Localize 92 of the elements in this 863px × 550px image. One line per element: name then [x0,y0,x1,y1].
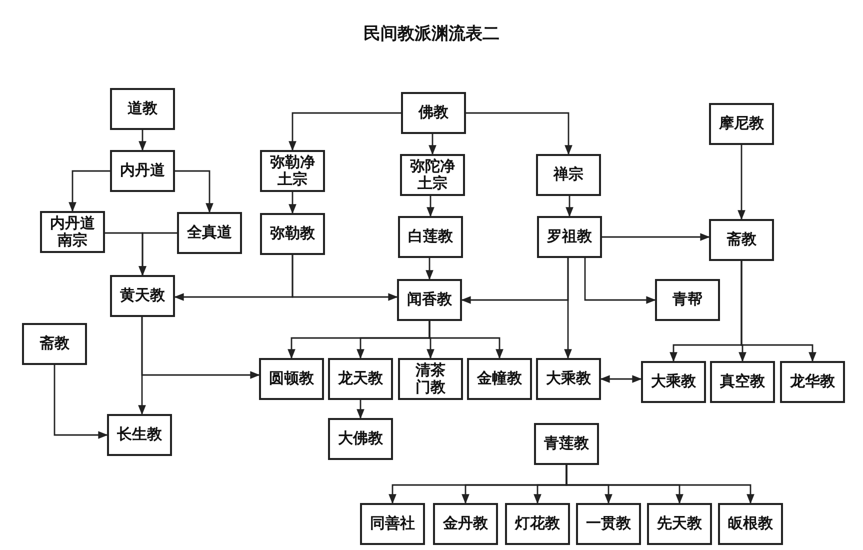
sect-box [718,503,783,545]
sect-box [576,503,641,545]
sect-name: 龙天教 [338,370,383,388]
sect-name: 黄天教 [120,287,165,305]
sect-name: 斋教 [726,231,756,249]
sect-name: 闻香教 [407,291,452,309]
arrow [426,258,434,280]
arrow [138,130,146,151]
sect-name: 大乘教 [651,373,696,391]
sect-name: 道教 [128,100,158,118]
sect-name: 真空教 [720,373,765,391]
sect-box [433,503,498,545]
sect-box [398,216,463,258]
sect-box [259,358,324,400]
arrow [602,233,710,241]
arrow [466,112,572,155]
sect-name: 大佛教 [338,430,383,448]
arrow [175,170,214,213]
sect-box [641,361,706,403]
sect-name: 内丹道 [120,162,165,180]
arrow [141,317,260,379]
arrow [138,232,177,276]
arrow [54,365,108,439]
sect-name: 先天教 [657,515,702,533]
sect-name: 弥勒教 [270,225,315,243]
sect-box [40,211,105,253]
sect-box [328,358,393,400]
sect-name: 长生教 [117,426,162,444]
sect-name: 金幢教 [477,370,522,388]
sect-box [710,361,775,403]
arrow [740,261,816,362]
sect-name: 全真道 [187,224,232,242]
sect-box [536,154,601,196]
diagram-title: 民间教派渊流表二 [362,23,500,45]
sect-box [647,503,712,545]
sect-box [22,323,87,365]
sect-name: 灯花教 [515,515,560,533]
sect-name: 皈根教 [728,515,773,533]
sect-box [397,279,462,321]
sect-box [110,275,175,317]
sect-box [655,279,720,321]
arrow [288,112,401,151]
sect-box [110,150,175,192]
arrow [600,375,642,383]
sect-name: 清茶门教 [414,362,446,396]
sect-name: 同善社 [370,515,415,533]
sect-name: 一贯教 [586,515,631,533]
arrow [566,196,574,217]
sect-name: 弥陀净土宗 [409,158,456,192]
arrow [292,255,398,301]
arrow [428,321,504,359]
arrow [68,170,110,212]
arrow [566,465,754,504]
arrow [428,134,436,155]
sect-name: 斋教 [40,335,70,353]
sect-name: 罗祖教 [547,228,592,246]
sect-name: 白莲教 [408,228,453,246]
sect-box [260,213,325,255]
arrow [426,196,434,217]
sect-box [534,423,599,465]
sect-box [400,154,465,196]
arrow [356,400,364,419]
sect-name: 摩尼教 [719,115,764,133]
sect-box [107,414,172,456]
sect-box [505,503,570,545]
sect-name: 圆顿教 [269,370,314,388]
sect-name: 大乘教 [546,370,591,388]
sect-box [709,219,774,261]
arrow [584,258,656,304]
sect-box [536,358,601,400]
sect-box [177,212,242,254]
sect-box [467,358,532,400]
sect-box [398,358,463,400]
sect-box [328,418,393,460]
arrow [738,145,746,220]
sect-name: 禅宗 [554,166,584,184]
arrow [288,192,296,214]
sect-box [537,216,602,258]
sect-box [780,361,845,403]
sect-name: 龙华教 [790,373,835,391]
sect-box [260,150,325,192]
sect-name: 青莲教 [544,435,589,453]
sect-box [360,503,425,545]
sect-name: 佛教 [418,104,448,122]
sect-name: 青帮 [672,291,702,309]
arrow [564,258,572,359]
sect-box [401,92,466,134]
sect-name: 内丹道南宗 [49,214,96,250]
sect-box [709,103,774,145]
sect-box [110,88,175,130]
sect-name: 金丹教 [443,515,488,533]
sect-name: 弥勒净土宗 [269,154,316,188]
